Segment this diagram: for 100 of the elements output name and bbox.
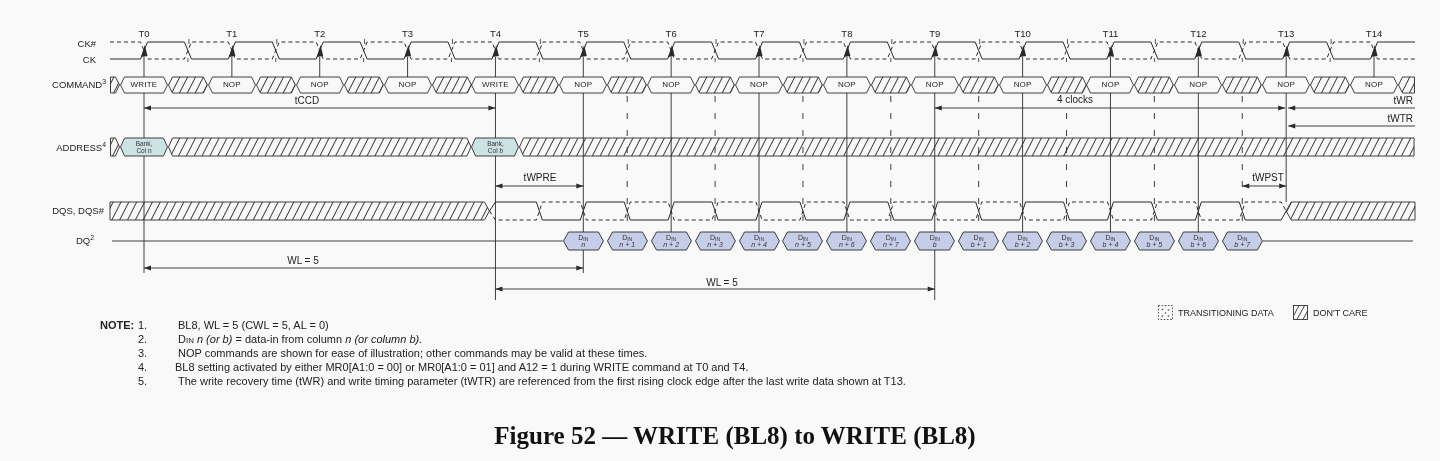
- data-hexagon: [606, 232, 648, 250]
- data-hexagon: [958, 232, 1000, 250]
- timing-label: WL = 5: [706, 277, 738, 289]
- legend-text: DON'T CARE: [1313, 307, 1368, 318]
- data-hexagon: [1221, 232, 1263, 250]
- command-hexagon: [207, 77, 256, 93]
- command-name: WRITE: [482, 81, 509, 89]
- note-number: 3.: [138, 346, 148, 360]
- note-text: The write recovery time (tWR) and write timing parameter (tWTR) are referenced from the first rising clock edge after the last write data shown at T13.: [178, 374, 906, 388]
- command-name: NOP: [310, 81, 329, 89]
- command-name: NOP: [1101, 81, 1120, 89]
- clock-cycle-label: T11: [1102, 28, 1119, 40]
- command-hexagon: [120, 77, 168, 93]
- command-name: NOP: [1277, 81, 1296, 89]
- data-hexagon: [782, 232, 824, 250]
- note-heading: NOTE:: [100, 318, 135, 332]
- clock-cycle-label: T2: [314, 28, 326, 40]
- hatched-segment: [168, 77, 208, 93]
- hatched-segment: [519, 77, 560, 93]
- timing-label: WL = 5: [287, 255, 319, 267]
- figure-caption: Figure 52 — WRITE (BL8) to WRITE (BL8): [494, 422, 976, 450]
- hatched-segment: [1222, 77, 1263, 93]
- command-name: WRITE: [130, 81, 158, 89]
- hatched-segment: [958, 77, 999, 93]
- hatched-segment: [1398, 77, 1415, 93]
- signal-name: CK#: [77, 38, 96, 50]
- timing-label: tWPRE: [523, 172, 557, 184]
- hatched-segment: [607, 77, 648, 93]
- hatched-segment: [695, 77, 735, 93]
- hatched-segment: [1310, 77, 1351, 93]
- signal-name: CK: [82, 54, 96, 66]
- hatched-segment: [431, 77, 472, 93]
- clock-cycle-label: T13: [1278, 28, 1295, 40]
- note-number: 2.: [138, 332, 148, 346]
- note-number: 1.: [138, 318, 148, 332]
- timing-label: tWPST: [1252, 172, 1284, 184]
- note-text: NOP commands are shown for ease of illustration; other commands may be valid at these times.: [178, 346, 648, 360]
- timing-label: tWR: [1393, 95, 1413, 107]
- signal-name: ADDRESS$^{4}$: [56, 142, 106, 154]
- command-hexagon: [1350, 77, 1399, 93]
- data-hexagon: [1177, 232, 1219, 250]
- hatched-segment: [1046, 77, 1087, 93]
- timing-label: tCCD: [294, 95, 320, 107]
- data-hexagon: [870, 232, 912, 250]
- note-text: BL8 setting activated by either MR0[A1:0 = 00] or MR0[A1:0 = 01] and A12 = 1 during WRITE command at T0 and T4.: [175, 360, 749, 374]
- data-hexagon: [1046, 232, 1087, 250]
- command-name: NOP: [1365, 81, 1383, 89]
- command-hexagon: [1174, 77, 1223, 93]
- legend-text: TRANSITIONING DATA: [1178, 307, 1274, 318]
- command-name: NOP: [222, 81, 241, 89]
- clock-cycle-label: T8: [841, 28, 853, 40]
- command-hexagon: [735, 77, 783, 93]
- clock-cycle-label: T0: [138, 28, 150, 40]
- data-hexagon: [1133, 232, 1175, 250]
- hatched-segment: [255, 77, 296, 93]
- clock-cycle-label: T6: [665, 28, 677, 40]
- hatched-segment: [168, 138, 472, 156]
- command-hexagon: [295, 77, 344, 93]
- command-hexagon: [910, 77, 959, 93]
- data-hexagon: [914, 232, 956, 250]
- signal-name: DQ$^{2}$: [75, 235, 94, 247]
- note-number: 4.: [138, 360, 148, 374]
- clock-cycle-label: T7: [753, 28, 765, 40]
- address-hexagon: [471, 138, 520, 156]
- clock-cycle-label: T3: [402, 28, 414, 40]
- command-name: NOP: [837, 81, 856, 89]
- note-number: 5.: [138, 374, 148, 388]
- command-name: NOP: [1189, 81, 1208, 89]
- command-name: NOP: [398, 81, 417, 89]
- data-hexagon: [650, 232, 692, 250]
- command-hexagon: [1262, 77, 1311, 93]
- command-name: NOP: [662, 81, 681, 89]
- command-name: NOP: [574, 81, 593, 89]
- clock-cycle-label: T4: [489, 28, 501, 40]
- command-hexagon: [822, 77, 871, 93]
- hatched-segment: [783, 77, 823, 93]
- data-hexagon: [738, 232, 780, 250]
- data-hexagon: [694, 232, 736, 250]
- clock-cycle-label: T12: [1190, 28, 1207, 40]
- note-text: D$_{IN}$ n (or b) = data-in from column n (or column b).: [178, 332, 423, 346]
- clock-cycle-label: T10: [1014, 28, 1031, 40]
- command-hexagon: [471, 77, 520, 93]
- command-name: NOP: [1013, 81, 1032, 89]
- command-hexagon: [998, 77, 1047, 93]
- data-hexagon: [826, 232, 868, 250]
- hatched-segment: [110, 138, 120, 156]
- clock-cycle-label: T1: [226, 28, 238, 40]
- hatched-segment: [519, 138, 1415, 156]
- command-name: NOP: [750, 81, 768, 89]
- data-hexagon: [1002, 232, 1044, 250]
- command-hexagon: [383, 77, 432, 93]
- signal-name: DQS, DQS#: [52, 205, 104, 217]
- address-hexagon: [120, 138, 168, 156]
- command-hexagon: [647, 77, 696, 93]
- data-hexagon: [562, 232, 604, 250]
- command-hexagon: [559, 77, 608, 93]
- hatched-segment: [870, 77, 911, 93]
- clock-cycle-label: T14: [1365, 28, 1383, 40]
- signal-name: COMMAND$^{3}$: [52, 79, 106, 91]
- clock-cycle-label: T9: [929, 28, 941, 40]
